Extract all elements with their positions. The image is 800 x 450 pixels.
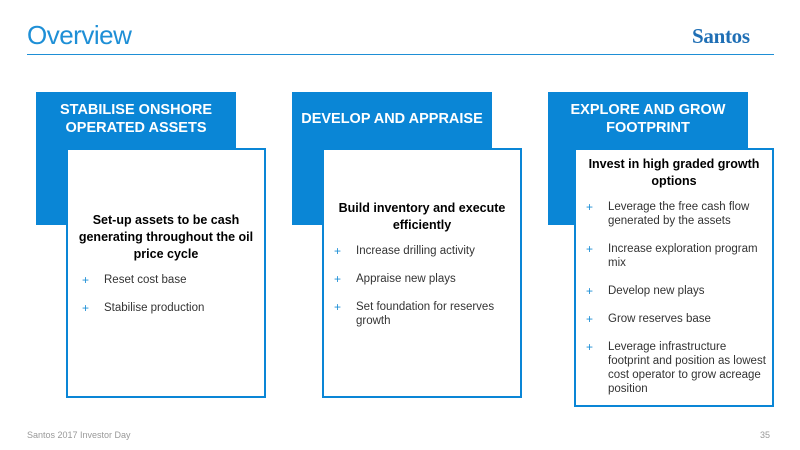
plus-icon: +: [586, 242, 594, 256]
list-item-text: Increase exploration program mix: [608, 243, 758, 269]
list-item-text: Develop new plays: [608, 285, 705, 297]
plus-icon: +: [586, 200, 594, 214]
list-item-text: Reset cost base: [104, 274, 187, 286]
pillar-title: EXPLORE AND GROW FOOTPRINT: [570, 102, 726, 136]
pillar-title: STABILISE ONSHORE OPERATED ASSETS: [60, 102, 212, 136]
title-divider: [27, 54, 774, 55]
list-item: + Increase exploration program mix: [582, 242, 766, 270]
list-item-text: Stabilise production: [104, 302, 205, 314]
plus-icon: +: [586, 284, 594, 298]
plus-icon: +: [586, 312, 594, 326]
santos-logo: Santos: [692, 24, 750, 48]
list-item: + Set foundation for reserves growth: [330, 300, 514, 328]
plus-icon: +: [82, 273, 90, 287]
list-item-text: Grow reserves base: [608, 313, 711, 325]
list-item-text: Appraise new plays: [356, 273, 456, 285]
page-number: 35: [759, 430, 770, 440]
list-item: + Reset cost base: [78, 273, 258, 287]
plus-icon: +: [334, 244, 342, 258]
list-item: + Leverage the free cash flow generated …: [582, 200, 766, 228]
list-item: + Appraise new plays: [330, 272, 514, 286]
pillar-card: Invest in high graded growth options + L…: [574, 148, 774, 407]
pillar-list: + Reset cost base + Stabilise production: [68, 273, 264, 315]
page-title: Overview: [27, 20, 132, 50]
plus-icon: +: [334, 272, 342, 286]
plus-icon: +: [334, 300, 342, 314]
pillar-list: + Leverage the free cash flow generated …: [576, 200, 772, 396]
list-item: + Grow reserves base: [582, 312, 766, 326]
list-item: + Develop new plays: [582, 284, 766, 298]
list-item-text: Leverage the free cash flow generated by…: [608, 201, 750, 227]
list-item-text: Increase drilling activity: [356, 245, 475, 257]
list-item-text: Set foundation for reserves growth: [356, 301, 495, 327]
plus-icon: +: [82, 301, 90, 315]
list-item: + Leverage infrastructure footprint and …: [582, 340, 766, 396]
pillar-card: Build inventory and execute efficiently …: [322, 148, 522, 398]
pillar-title: DEVELOP AND APPRAISE: [301, 111, 483, 127]
pillar-heading: Build inventory and execute efficiently: [338, 201, 506, 232]
list-item: + Increase drilling activity: [330, 244, 514, 258]
list-item-text: Leverage infrastructure footprint and po…: [608, 341, 766, 395]
list-item: + Stabilise production: [78, 301, 258, 315]
pillar-list: + Increase drilling activity + Appraise …: [324, 244, 520, 328]
footer-text: Santos 2017 Investor Day: [27, 430, 131, 440]
pillar-card: Set-up assets to be cash generating thro…: [66, 148, 266, 398]
plus-icon: +: [586, 340, 594, 354]
pillar-heading: Set-up assets to be cash generating thro…: [78, 213, 254, 261]
pillar-heading: Invest in high graded growth options: [588, 157, 760, 188]
